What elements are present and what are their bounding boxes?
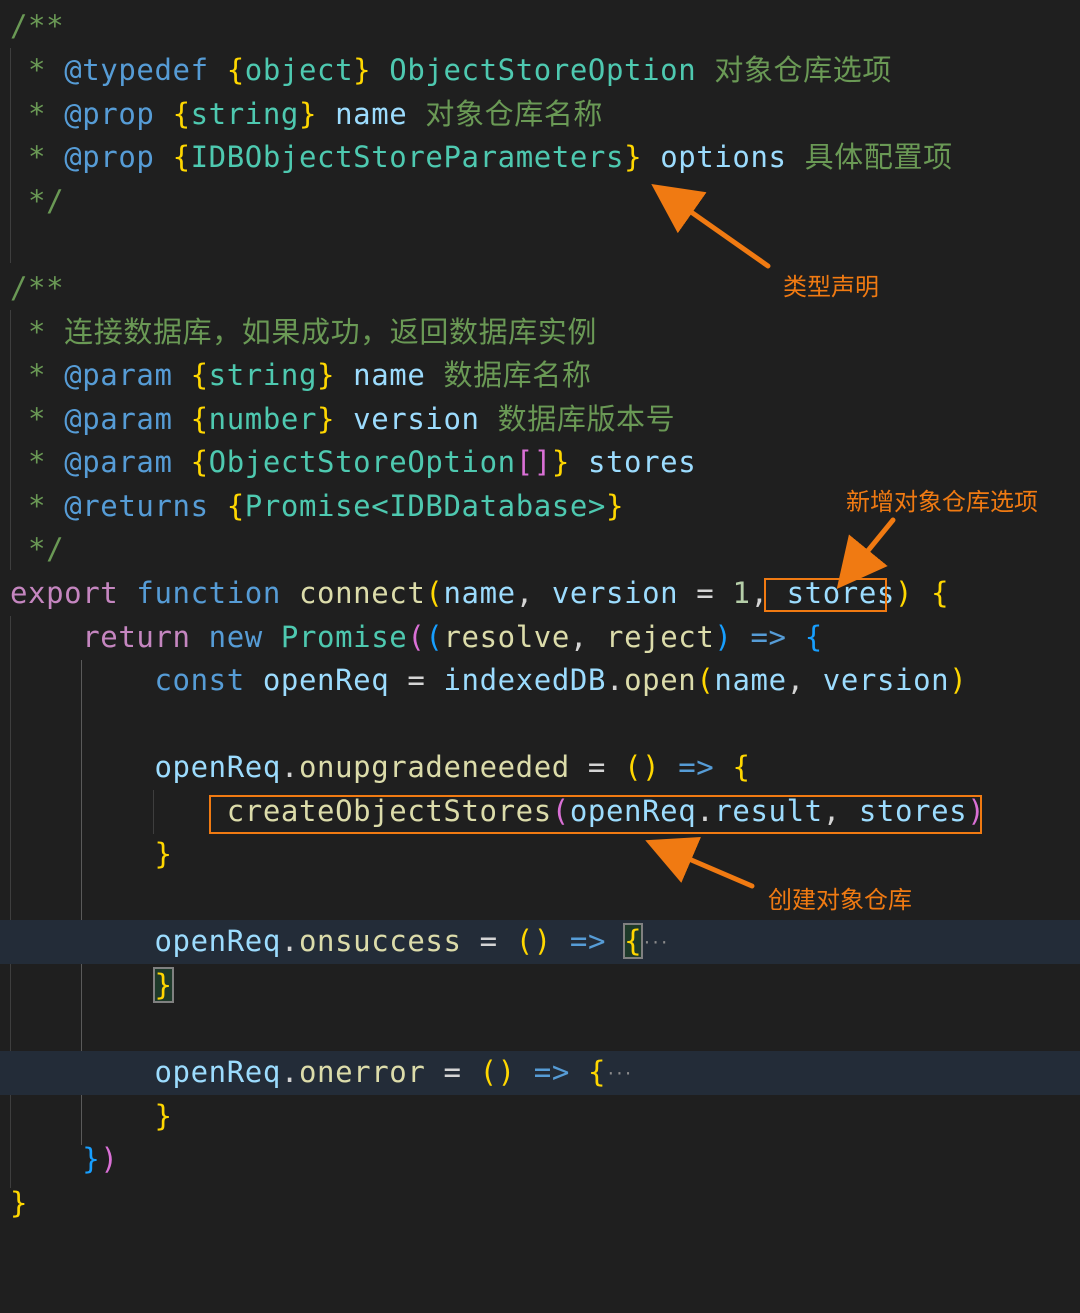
indent-guide-fn <box>10 616 11 1188</box>
annotation-type-declaration: 类型声明 <box>783 273 879 301</box>
code-line: } <box>154 837 173 871</box>
code-line: /** <box>10 9 65 43</box>
code-line: return new Promise((resolve, reject) => … <box>82 620 823 654</box>
code-line: createObjectStores(openReq.result, store… <box>226 794 986 828</box>
folded-region-ellipsis[interactable]: ··· <box>642 933 669 953</box>
indent-guide-doc2 <box>10 310 11 570</box>
annotation-new-store-option: 新增对象仓库选项 <box>846 488 1038 516</box>
code-line: } <box>154 1099 173 1133</box>
stores-param-highlight-box <box>764 578 887 612</box>
code-line: * @returns {Promise<IDBDatabase>} <box>10 489 625 523</box>
code-line: } <box>153 967 174 1003</box>
indent-guide-upgrade <box>153 790 154 834</box>
code-line: * @param {number} version 数据库版本号 <box>10 402 676 436</box>
code-line: } <box>10 1186 29 1220</box>
code-line: export function connect(name, version = … <box>10 576 950 610</box>
code-line: }) <box>82 1142 119 1176</box>
annotation-create-store: 创建对象仓库 <box>768 886 912 914</box>
code-line: */ <box>10 532 65 566</box>
code-line-folded[interactable]: openReq.onsuccess = () => {··· <box>0 920 1080 964</box>
create-stores-highlight-box <box>209 795 982 834</box>
code-line: * @typedef {object} ObjectStoreOption 对象… <box>10 53 892 87</box>
code-line: * 连接数据库，如果成功，返回数据库实例 <box>10 315 597 349</box>
code-editor[interactable]: /** * @typedef {object} ObjectStoreOptio… <box>0 0 1080 1238</box>
code-line: * @prop {IDBObjectStoreParameters} optio… <box>10 140 953 174</box>
code-line-folded[interactable]: openReq.onerror = () => {··· <box>0 1051 1080 1095</box>
code-line: /** <box>10 271 65 305</box>
code-line: openReq.onupgradeneeded = () => { <box>154 750 751 784</box>
indent-guide-promise <box>81 660 82 1145</box>
code-line: * @param {ObjectStoreOption[]} stores <box>10 445 697 479</box>
indent-guide-doc1 <box>10 48 11 263</box>
folded-region-ellipsis[interactable]: ··· <box>606 1064 633 1084</box>
code-line: * @param {string} name 数据库名称 <box>10 358 592 392</box>
code-line: */ <box>10 184 65 218</box>
code-line: const openReq = indexedDB.open(name, ver… <box>154 663 968 697</box>
code-line: * @prop {string} name 对象仓库名称 <box>10 97 604 131</box>
